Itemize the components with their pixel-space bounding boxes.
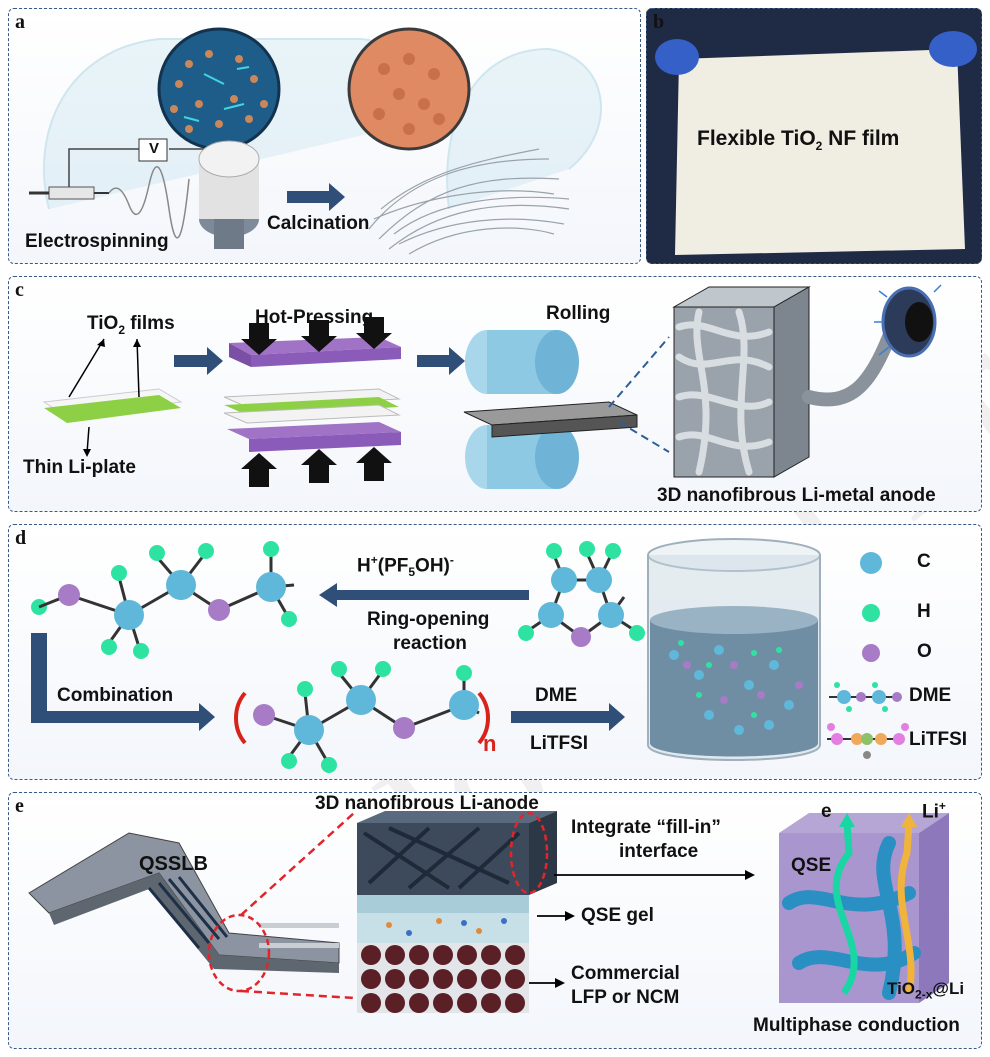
legend-oxygen-swatch [862, 644, 880, 662]
precursor-circle [159, 29, 279, 149]
right-glove [929, 31, 977, 67]
qse-gel-label: QSE gel [581, 905, 654, 927]
legend-litfsi-glyph [827, 723, 909, 759]
thin-li-plate-label: Thin Li-plate [23, 457, 136, 479]
electrospinning-label: Electrospinning [25, 231, 169, 253]
integrate-label-2: interface [619, 841, 698, 863]
voltage-label: V [149, 140, 159, 157]
legend-carbon-swatch [860, 552, 882, 574]
commercial-label-1: Commercial [571, 963, 680, 985]
litfsi-label: LiTFSI [530, 733, 588, 755]
polymer-n-label: n [483, 731, 496, 757]
panel-a: a V Electrospinning Calcination [8, 8, 641, 264]
legend-h-label: H [917, 601, 931, 623]
qse-label: QSE [791, 855, 831, 877]
legend-dme-label: DME [909, 685, 951, 707]
integrate-label-1: Integrate “fill-in” [571, 817, 721, 839]
panel-b-label: b [653, 11, 664, 34]
li-anode-label: 3D nanofibrous Li-anode [315, 793, 539, 815]
commercial-label-2: LFP or NCM [571, 987, 679, 1009]
legend-o-label: O [917, 641, 932, 663]
anode-caption: 3D nanofibrous Li-metal anode [657, 485, 936, 507]
electron-label: e [821, 801, 832, 823]
combination-label: Combination [57, 685, 173, 707]
li-ion-label: Li+ [922, 799, 946, 823]
catalyst-label: H+(PF5OH)- [357, 553, 454, 579]
dme-arrow [511, 703, 625, 731]
panel-d: d H+(PF5OH)- Ring-opening reaction Combi… [8, 524, 982, 780]
tio2x-li-label: TiO2-x@Li [887, 979, 964, 1001]
legend-litfsi-label: LiTFSI [909, 729, 967, 751]
battery-illustration [9, 793, 982, 1049]
rolling-label: Rolling [546, 303, 610, 325]
panel-a-label: a [15, 11, 25, 34]
legend-dme-glyph [829, 682, 902, 712]
calcination-arrow [287, 183, 345, 211]
calcination-label: Calcination [267, 213, 369, 235]
combination-arrow [31, 633, 215, 731]
flexible-film-label: Flexible TiO2 NF film [697, 127, 899, 153]
panel-c: c TiO2 films Thin Li-plate Hot-Pressing … [8, 276, 982, 512]
panel-b: b Flexible TiO2 NF film [646, 8, 982, 264]
qsslb-label: QSSLB [139, 853, 208, 876]
dme-label: DME [535, 685, 577, 707]
tio2-films-label: TiO2 films [87, 313, 175, 337]
panel-e: e QSSLB 3D nanofibrous Li-anode Integrat… [8, 792, 982, 1049]
ring-opening-arrow [319, 583, 529, 607]
multiphase-label: Multiphase conduction [753, 1015, 960, 1037]
panel-e-label: e [15, 795, 24, 818]
panel-c-label: c [15, 279, 24, 302]
legend-c-label: C [917, 551, 931, 573]
hot-pressing-label: Hot-Pressing [255, 307, 373, 329]
left-glove [655, 39, 699, 75]
ring-opening-label-2: reaction [393, 633, 467, 655]
ring-opening-label-1: Ring-opening [367, 609, 489, 631]
panel-d-label: d [15, 527, 26, 550]
legend-hydrogen-swatch [862, 604, 880, 622]
